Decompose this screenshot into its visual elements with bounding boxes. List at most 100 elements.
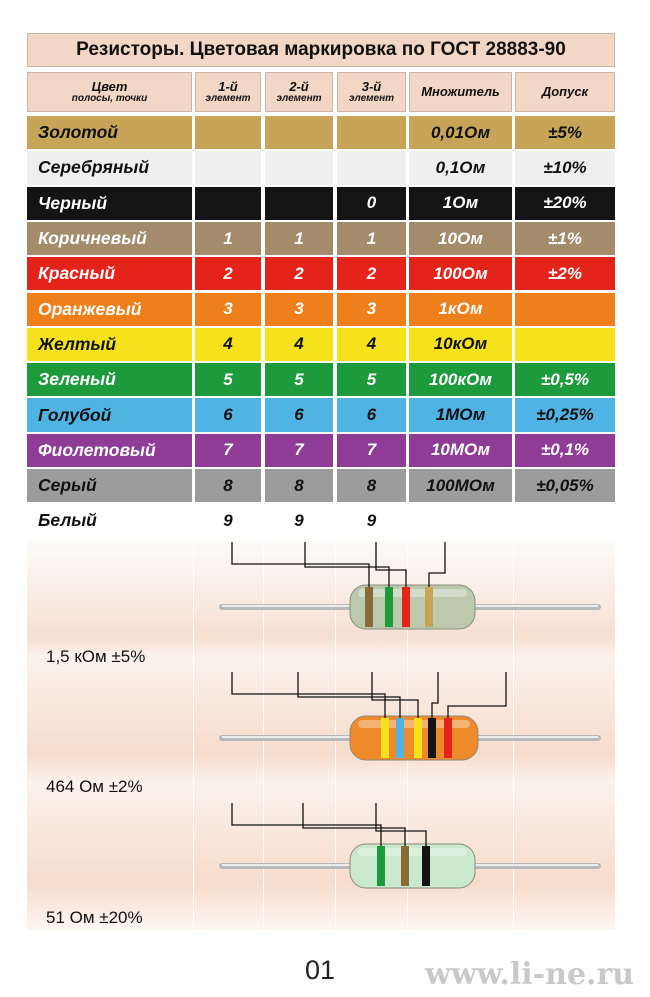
digit-cell [337, 151, 406, 185]
digit-cell: 4 [195, 327, 261, 362]
resistor-body [349, 584, 476, 630]
digit-cell: 4 [337, 327, 406, 362]
digit-cell [195, 116, 261, 150]
tolerance-cell: ±2% [515, 257, 615, 291]
digit-cell: 5 [265, 363, 333, 397]
header-tol: Допуск [515, 72, 615, 112]
site-watermark: www.li-ne.ru [425, 957, 635, 992]
digit-cell: 2 [337, 257, 406, 291]
digit-cell [265, 186, 333, 220]
example-label-3: 51 Ом ±20% [46, 908, 143, 927]
color-name-cell: Серый [27, 469, 192, 503]
multiplier-cell: 100Ом [409, 257, 512, 291]
tolerance-cell: ±0,05% [515, 469, 615, 503]
leader-line [297, 672, 401, 718]
digit-cell: 1 [265, 221, 333, 256]
leader-line [231, 542, 370, 587]
color-band [396, 718, 404, 758]
digit-cell: 0 [337, 186, 406, 220]
leader-line [304, 542, 390, 587]
tolerance-cell: ±5% [515, 116, 615, 150]
digit-cell: 3 [337, 292, 406, 326]
leader-line [302, 803, 406, 846]
example-label-1: 1,5 кОм ±5% [46, 647, 146, 666]
tolerance-cell [515, 504, 615, 538]
color-name-cell: Черный [27, 186, 192, 220]
color-name-cell: Желтый [27, 327, 192, 362]
leader-line [375, 803, 427, 846]
multiplier-cell: 1Ом [409, 186, 512, 220]
header-el3-subtitle: элемент [348, 92, 395, 104]
color-band [381, 718, 389, 758]
digit-cell: 2 [195, 257, 261, 291]
digit-cell: 9 [195, 504, 261, 538]
tolerance-cell [515, 327, 615, 362]
digit-cell: 6 [337, 398, 406, 432]
resistor-body-shine [358, 589, 467, 597]
color-band [365, 587, 373, 627]
color-name-cell: Серебряный [27, 151, 192, 185]
color-band [422, 846, 430, 886]
digit-cell: 8 [337, 469, 406, 503]
digit-cell: 9 [265, 504, 333, 538]
digit-cell: 7 [265, 433, 333, 467]
color-band [385, 587, 393, 627]
digit-cell: 8 [195, 469, 261, 503]
color-name-cell: Белый [27, 504, 192, 538]
color-band [444, 718, 452, 758]
leader-line [371, 672, 419, 718]
multiplier-cell: 100кОм [409, 363, 512, 397]
color-name-cell: Красный [27, 257, 192, 291]
leader-line [428, 542, 446, 587]
header-color-title: Цвет [91, 78, 128, 94]
page-title: Резисторы. Цветовая маркировка по ГОСТ 2… [27, 33, 615, 67]
multiplier-cell: 0,1Ом [409, 151, 512, 185]
tolerance-cell: ±10% [515, 151, 615, 185]
header-el1-title: 1-й [218, 78, 238, 94]
digit-cell: 7 [195, 433, 261, 467]
color-band [401, 846, 409, 886]
digit-cell: 1 [337, 221, 406, 256]
digit-cell [337, 116, 406, 150]
digit-cell [265, 151, 333, 185]
column-guide [193, 540, 194, 930]
header-mult: Множитель [409, 72, 512, 112]
leader-line [431, 672, 439, 718]
header-el1-subtitle: элемент [205, 92, 251, 104]
tolerance-cell [515, 292, 615, 326]
digit-cell: 1 [195, 221, 261, 256]
multiplier-cell: 100МОм [409, 469, 512, 503]
color-name-cell: Золотой [27, 116, 192, 150]
header-tol-title: Допуск [541, 84, 589, 100]
digit-cell [195, 186, 261, 220]
header-el2-subtitle: элемент [276, 92, 322, 104]
page-number: 01 [305, 955, 336, 985]
multiplier-cell: 1МОм [409, 398, 512, 432]
digit-cell: 5 [195, 363, 261, 397]
color-name-cell: Оранжевый [27, 292, 192, 326]
tolerance-cell: ±0,25% [515, 398, 615, 432]
multiplier-cell: 10Ом [409, 221, 512, 256]
color-band [428, 718, 436, 758]
header-color-subtitle: полосы, точки [71, 92, 148, 104]
header-mult-title: Множитель [421, 84, 500, 100]
digit-cell: 6 [195, 398, 261, 432]
color-band [414, 718, 422, 758]
digit-cell: 4 [265, 327, 333, 362]
digit-cell [195, 151, 261, 185]
tolerance-cell: ±0,5% [515, 363, 615, 397]
tolerance-cell: ±20% [515, 186, 615, 220]
color-name-cell: Фиолетовый [27, 433, 192, 467]
color-name-cell: Коричневый [27, 221, 192, 256]
digit-cell: 3 [265, 292, 333, 326]
color-name-cell: Зеленый [27, 363, 192, 397]
digit-cell: 3 [195, 292, 261, 326]
multiplier-cell: 10кОм [409, 327, 512, 362]
leader-line [447, 672, 507, 718]
digit-cell: 7 [337, 433, 406, 467]
